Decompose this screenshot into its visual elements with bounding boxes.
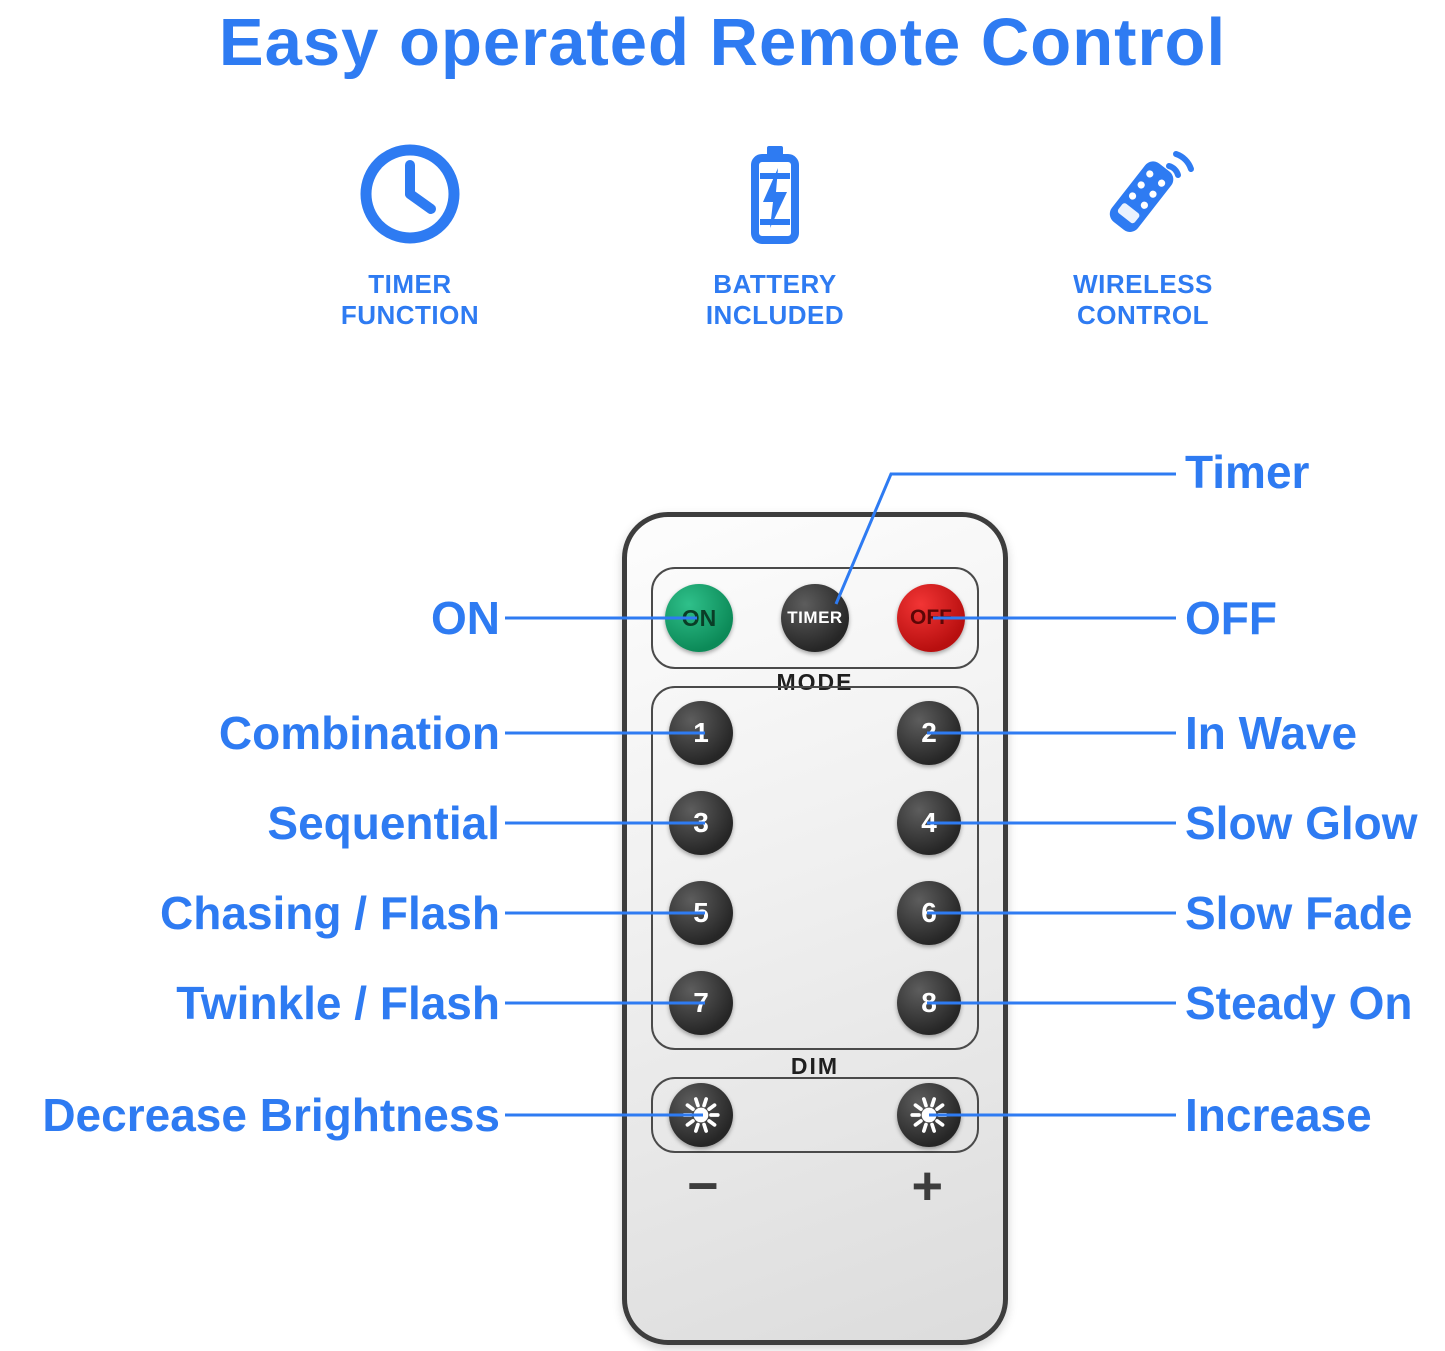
decrease-sign: − (687, 1156, 719, 1216)
mode-button-6: 6 (897, 881, 961, 945)
callout-increase: Increase (1185, 1089, 1372, 1141)
callout-off: OFF (1185, 592, 1277, 644)
callout-decrease-brightness: Decrease Brightness (42, 1089, 500, 1141)
feature-battery-included: BATTERY INCLUDED (635, 134, 915, 330)
mode-button-2: 2 (897, 701, 961, 765)
feature-timer-function: TIMER FUNCTION (270, 134, 550, 330)
brightness-icon (910, 1097, 948, 1133)
mode-button-3: 3 (669, 791, 733, 855)
dim-label: DIM (790, 1053, 840, 1079)
callout-slow-fade: Slow Fade (1185, 887, 1413, 939)
timer-button: TIMER (781, 584, 849, 652)
page-title: Easy operated Remote Control (218, 5, 1227, 80)
callout-slow-glow: Slow Glow (1185, 797, 1418, 849)
callout-timer: Timer (1185, 446, 1310, 498)
feature-wireless-control: WIRELESS CONTROL (1003, 134, 1283, 330)
feature-label: BATTERY INCLUDED (705, 269, 845, 330)
callout-in-wave: In Wave (1185, 707, 1358, 759)
clock-icon (360, 144, 460, 244)
callout-twinkle-flash: Twinkle / Flash (176, 977, 500, 1029)
callout-steady-on: Steady On (1185, 977, 1413, 1029)
callout-combination: Combination (218, 707, 500, 759)
battery-icon (751, 146, 799, 244)
feature-label: WIRELESS CONTROL (1073, 269, 1213, 330)
mode-button-7: 7 (669, 971, 733, 1035)
callout-on: ON (431, 592, 500, 644)
dim-decrease-button (669, 1083, 733, 1147)
dim-increase-button (897, 1083, 961, 1147)
callout-sequential: Sequential (267, 797, 500, 849)
power-button-group: ON TIMER OFF (651, 567, 979, 669)
off-button: OFF (897, 584, 965, 652)
mode-button-4: 4 (897, 791, 961, 855)
remote-icon (1109, 151, 1194, 232)
remote-control: ON TIMER OFF MODE 1 2 3 4 5 6 7 8 DIM (622, 512, 1008, 1345)
mode-button-5: 5 (669, 881, 733, 945)
feature-label: TIMER FUNCTION (340, 269, 480, 330)
mode-button-1: 1 (669, 701, 733, 765)
increase-sign: + (911, 1156, 943, 1216)
mode-button-group: 1 2 3 4 5 6 7 8 (651, 686, 979, 1050)
on-button: ON (665, 584, 733, 652)
dim-signs: − + (651, 1159, 979, 1213)
dim-button-group (651, 1077, 979, 1153)
mode-label: MODE (776, 669, 854, 695)
callout-chasing-flash: Chasing / Flash (160, 887, 500, 939)
mode-button-8: 8 (897, 971, 961, 1035)
brightness-icon (682, 1097, 720, 1133)
